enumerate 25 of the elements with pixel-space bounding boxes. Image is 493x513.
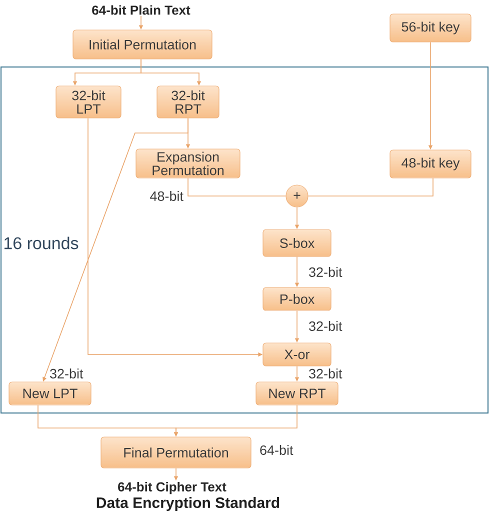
edge-label: 48-bit [149, 190, 184, 202]
beside-label: 64-bit [259, 444, 294, 456]
process-box: Initial Permutation [72, 30, 212, 60]
process-box: New LPT [8, 382, 92, 406]
edge-label: 32-bit [49, 368, 84, 379]
caption: Data Encryption Standard [96, 497, 280, 511]
process-box: S-box [262, 229, 332, 257]
process-box: 32-bit RPT [156, 86, 220, 118]
text-label: 64-bit Cipher Text [118, 482, 226, 494]
circle-node: + [286, 184, 308, 208]
process-box: 56-bit key [390, 14, 472, 42]
process-box: X-or [262, 342, 332, 366]
text-label: 64-bit Plain Text [92, 5, 190, 15]
process-box: Final Permutation [100, 436, 252, 468]
process-box: P-box [262, 287, 332, 311]
process-box: Expansion Permutation [136, 148, 240, 178]
frame-label: 16 rounds [4, 236, 78, 250]
edge-label: 32-bit [308, 266, 343, 278]
process-box: New RPT [256, 382, 338, 406]
edge-label: 32-bit [308, 320, 343, 332]
process-box: 32-bit LPT [56, 86, 122, 118]
edge-label: 32-bit [308, 368, 343, 379]
connector-line [188, 178, 286, 196]
process-box: 48-bit key [390, 150, 472, 178]
connector-line [308, 178, 434, 196]
